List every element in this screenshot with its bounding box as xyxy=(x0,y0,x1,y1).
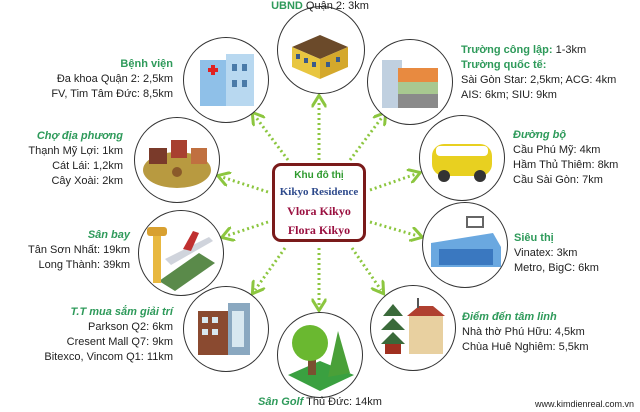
arrow-mall xyxy=(255,247,287,290)
mall-icon xyxy=(183,286,269,372)
project-vlora: Vlora Kikyo xyxy=(287,204,351,218)
mall-item: Parkson Q2: 6km xyxy=(88,321,173,333)
spiritual-item: Nhà thờ Phú Hữu: 4,5km xyxy=(462,326,585,338)
supermarket-item: Vinatex: 3km xyxy=(514,247,578,259)
mall-item: Cresent Mall Q7: 9km xyxy=(66,336,173,348)
road-label: Đường bộ Cầu Phú Mỹ: 4km Hầm Thủ Thiêm: … xyxy=(513,128,618,188)
school-public-distance: 1-3km xyxy=(552,44,587,56)
mall-title: T.T mua sắm giải trí xyxy=(70,306,174,318)
website-watermark: www.kimdienreal.com.vn xyxy=(534,399,634,409)
school-icon xyxy=(367,39,453,125)
golf-label: Sân Golf Thủ Đức: 14km xyxy=(0,395,640,410)
school-label: Trường công lập: 1-3km Trường quốc tế: S… xyxy=(461,43,616,103)
ubnd-distance: Quận 2: 3km xyxy=(302,0,369,12)
arrow-spiritual xyxy=(350,247,381,290)
market-label: Chợ địa phương Thạnh Mỹ Lợi: 1km Cát Lái… xyxy=(28,129,123,189)
school-item: Sài Gòn Star: 2,5km; ACG: 4km xyxy=(461,74,617,86)
school-intl-title: Trường quốc tế: xyxy=(461,59,547,71)
project-flora: Flora Kikyo xyxy=(287,223,351,237)
spiritual-item: Chùa Huê Nghiêm: 5,5km xyxy=(462,341,589,353)
hospital-title: Bệnh viện xyxy=(120,58,173,70)
road-title: Đường bộ xyxy=(513,129,567,141)
supermarket-label: Siêu thị Vinatex: 3km Metro, BigC: 6km xyxy=(514,231,599,276)
road-item: Hầm Thủ Thiêm: 8km xyxy=(513,159,619,171)
airport-item: Tân Sơn Nhất: 19km xyxy=(28,244,130,256)
golf-title: Sân Golf xyxy=(258,396,304,408)
market-item: Cây Xoài: 2km xyxy=(51,175,123,187)
hospital-label: Bệnh viện Đa khoa Quận 2: 2,5km FV, Tim … xyxy=(51,57,173,102)
ubnd-label: UBND Quận 2: 3km xyxy=(0,0,640,14)
supermarket-item: Metro, BigC: 6km xyxy=(514,262,599,274)
school-item: AIS: 6km; SIU: 9km xyxy=(461,89,557,101)
hospital-item: Đa khoa Quận 2: 2,5km xyxy=(56,73,173,85)
project-box: Khu đô thị Kikyo Residence Vlora Kikyo F… xyxy=(272,163,366,242)
airport-icon xyxy=(138,210,224,296)
arrow-school xyxy=(348,116,383,161)
market-item: Cát Lái: 1,2km xyxy=(52,160,123,172)
airport-label: Sân bay Tân Sơn Nhất: 19km Long Thành: 3… xyxy=(28,228,130,273)
ubnd-title: UBND xyxy=(271,0,303,12)
mall-label: T.T mua sắm giải trí Parkson Q2: 6km Cre… xyxy=(44,305,173,365)
golf-tree-icon xyxy=(277,312,363,398)
spiritual-title: Điểm đến tâm linh xyxy=(462,311,557,323)
road-item: Cầu Sài Gòn: 7km xyxy=(513,174,603,186)
market-item: Thạnh Mỹ Lợi: 1km xyxy=(28,145,123,157)
arrow-supermarket xyxy=(369,220,418,236)
spiritual-label: Điểm đến tâm linh Nhà thờ Phú Hữu: 4,5km… xyxy=(462,310,589,355)
supermarket-title: Siêu thị xyxy=(514,232,554,244)
ubnd-building-icon xyxy=(277,6,365,94)
project-area-label: Khu đô thị xyxy=(294,170,344,181)
hospital-item: FV, Tim Tâm Đức: 8,5km xyxy=(51,88,173,100)
hospital-icon xyxy=(183,37,269,123)
market-title: Chợ địa phương xyxy=(36,130,123,142)
project-name: Kikyo Residence xyxy=(279,186,359,198)
spiritual-icon xyxy=(370,285,456,371)
airport-title: Sân bay xyxy=(87,229,130,241)
road-item: Cầu Phú Mỹ: 4km xyxy=(513,144,601,156)
arrow-road xyxy=(369,174,416,192)
supermarket-icon xyxy=(422,202,508,288)
arrow-hospital xyxy=(255,116,290,161)
market-icon xyxy=(134,117,220,203)
bus-icon xyxy=(419,115,505,201)
airport-item: Long Thành: 39km xyxy=(38,259,130,271)
arrow-market xyxy=(222,177,269,194)
mall-item: Bitexco, Vincom Q1: 11km xyxy=(44,351,173,363)
arrow-airport xyxy=(226,220,269,236)
golf-distance: Thủ Đức: 14km xyxy=(303,396,382,408)
school-public-title: Trường công lập: xyxy=(461,44,553,56)
